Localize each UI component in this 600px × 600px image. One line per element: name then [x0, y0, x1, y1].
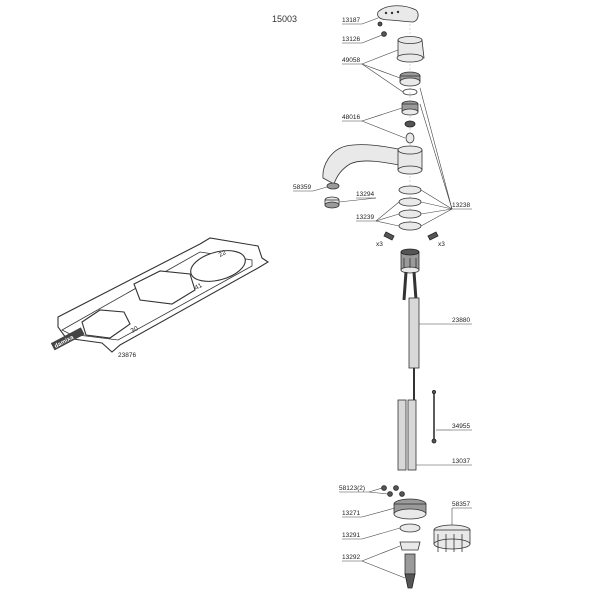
part-label-58123: 58123(2) [339, 485, 365, 492]
threaded-rod [404, 553, 416, 589]
hose-23880 [408, 297, 420, 369]
model-number: 15003 [272, 14, 297, 24]
oring-stack-13238 [398, 185, 422, 231]
cartridge-48016 [401, 100, 419, 144]
ring-13291 [399, 523, 421, 533]
side-screw-left [383, 231, 395, 241]
rod-34955 [431, 389, 437, 444]
tool-mark-22: 22 [218, 249, 228, 259]
tool-mark-41: 41 [194, 282, 204, 292]
round-cutout [190, 250, 246, 282]
part-label-13292: 13292 [342, 554, 360, 561]
part-label-58357: 58357 [452, 501, 470, 508]
tool-mark-30: 30 [130, 325, 140, 335]
leader-lines [293, 17, 472, 579]
cap-cover [396, 36, 425, 63]
hex-cutout-small [81, 309, 131, 339]
part-label-34955: 34955 [452, 423, 470, 430]
aerator-58359 [326, 182, 340, 190]
part-label-13037: 13037 [452, 458, 470, 465]
part-label-13239: 13239 [356, 214, 374, 221]
aerator-housing-13294 [324, 196, 340, 209]
spanner-tool: 41 30 22 damixa [50, 237, 270, 353]
valve-body [400, 248, 420, 274]
brand-plate [50, 327, 85, 351]
part-label-13187: 13187 [342, 17, 360, 24]
hose-left [397, 399, 407, 471]
part-label-13238: 13238 [452, 202, 470, 209]
qty-left: x3 [376, 241, 383, 248]
part-label-23876: 23876 [118, 352, 136, 359]
part-label-13294: 13294 [356, 191, 374, 198]
part-label-13291: 13291 [342, 532, 360, 539]
part-label-48016: 48016 [342, 114, 360, 121]
spout [322, 144, 423, 185]
nuts-58123 [381, 485, 405, 497]
part-label-23880: 23880 [452, 317, 470, 324]
part-label-13126: 13126 [342, 36, 360, 43]
hex-cutout-large [133, 270, 196, 305]
part-label-58359: 58359 [293, 184, 311, 191]
hose-right [407, 399, 417, 471]
washer-13271 [393, 498, 427, 520]
support-58357 [433, 524, 471, 552]
clamp-13292 [399, 541, 421, 551]
part-label-49058: 49058 [342, 57, 360, 64]
lever-handle [377, 5, 419, 27]
part-label-13271: 13271 [342, 510, 360, 517]
supply-hoses [397, 271, 420, 471]
qty-right: x3 [438, 241, 445, 248]
side-screw-right [427, 231, 439, 241]
ring-49058 [399, 71, 421, 87]
screw-13126 [381, 31, 387, 37]
